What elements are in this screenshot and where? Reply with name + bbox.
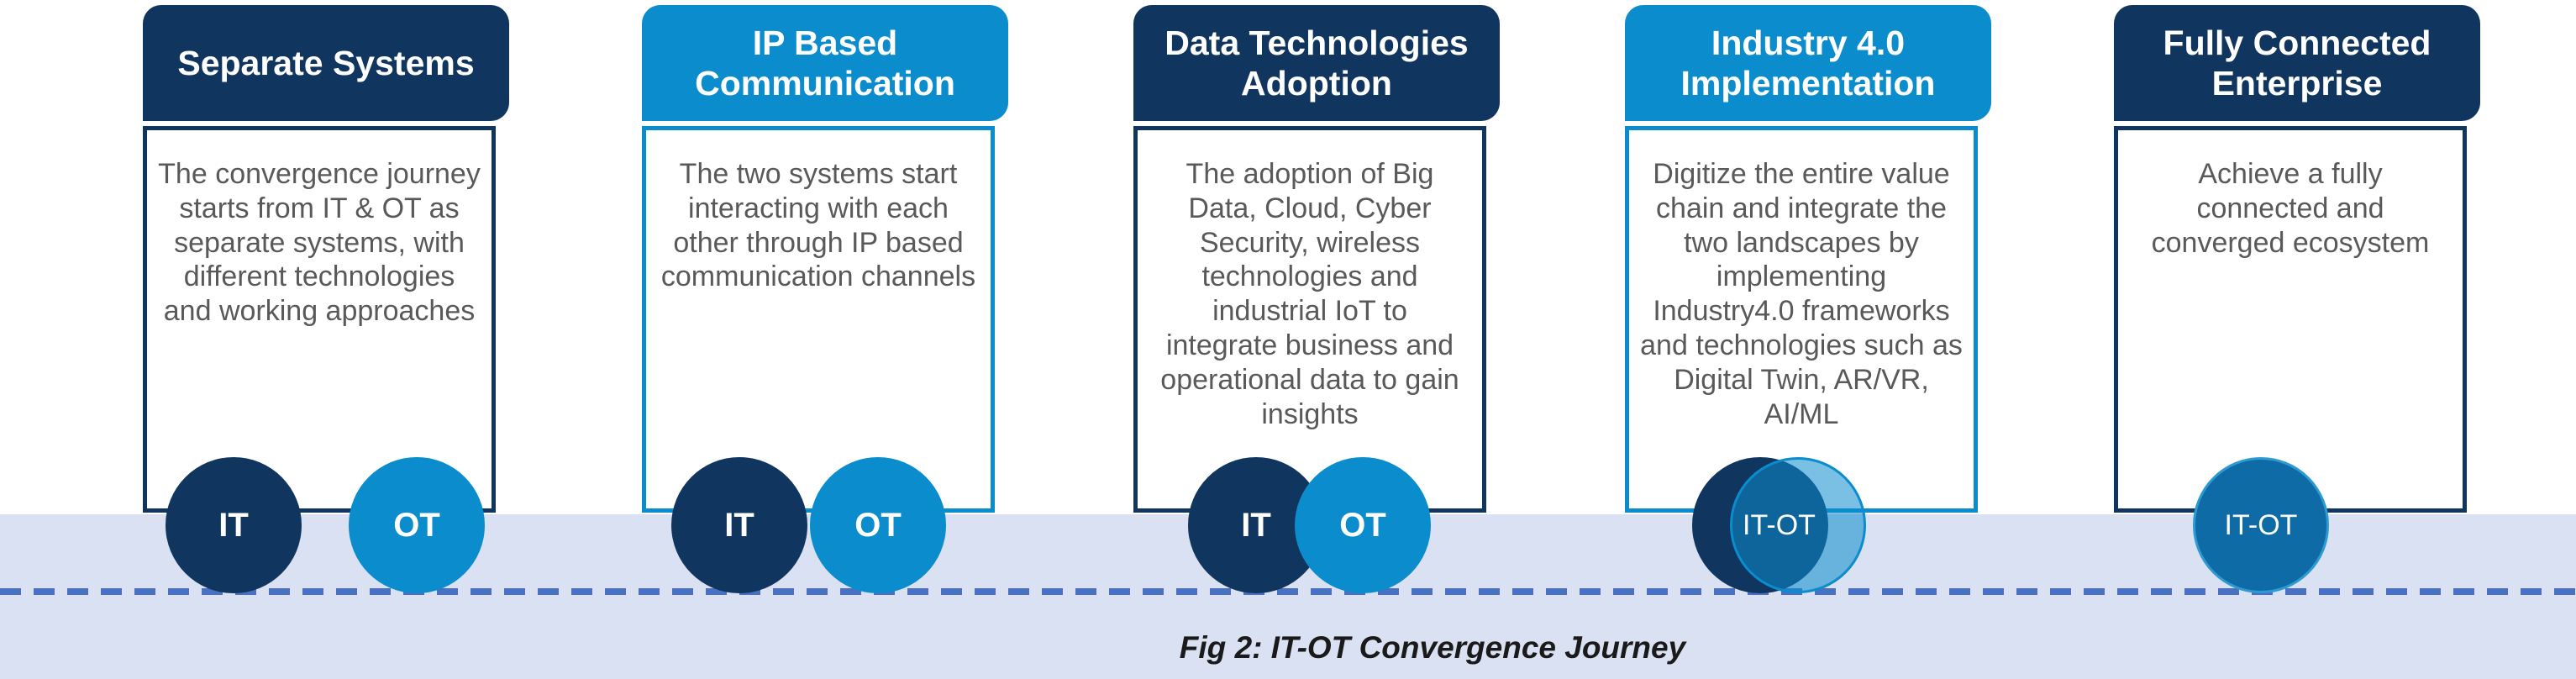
ot-circle: OT	[1295, 457, 1431, 593]
convergence-dashed-line	[0, 588, 2576, 595]
stage-card-separate-systems: Separate Systems The convergence journey…	[143, 5, 509, 513]
card-header: IP Based Communication	[642, 5, 1008, 121]
card-description: The two systems start interacting with e…	[660, 158, 976, 293]
card-body: The adoption of Big Data, Cloud, Cyber S…	[1133, 126, 1486, 513]
it-circle: IT	[166, 457, 302, 593]
stage-card-data-technologies-adoption: Data Technologies Adoption The adoption …	[1133, 5, 1500, 513]
card-description: The convergence journey starts from IT &…	[158, 158, 481, 328]
card-body: Achieve a fully connected and converged …	[2114, 126, 2467, 513]
figure-caption: Fig 2: IT-OT Convergence Journey	[1179, 630, 1686, 665]
card-body: The convergence journey starts from IT &…	[143, 126, 496, 513]
card-description: Digitize the entire value chain and inte…	[1640, 158, 1963, 430]
stage-card-fully-connected-enterprise: Fully Connected Enterprise Achieve a ful…	[2114, 5, 2480, 513]
ot-circle	[1730, 457, 1866, 593]
it-circle-label: IT	[218, 506, 249, 544]
card-body: Digitize the entire value chain and inte…	[1625, 126, 1978, 513]
itot-circle-label: IT-OT	[2224, 508, 2298, 541]
card-header: Fully Connected Enterprise	[2114, 5, 2480, 121]
stage-card-industry-40-implementation: Industry 4.0 Implementation Digitize the…	[1625, 5, 1991, 513]
card-title: Data Technologies Adoption	[1164, 23, 1469, 103]
itot-circle-label: IT-OT	[1743, 508, 1816, 541]
it-circle: IT	[671, 457, 807, 593]
ot-circle-label: OT	[1339, 506, 1386, 544]
itot-circle: IT-OT	[2193, 457, 2329, 593]
ot-circle: OT	[349, 457, 485, 593]
ot-circle-label: OT	[854, 506, 902, 544]
card-title: IP Based Communication	[695, 23, 955, 103]
card-header: Data Technologies Adoption	[1133, 5, 1500, 121]
ot-circle: OT	[810, 457, 946, 593]
ot-circle-label: OT	[393, 506, 440, 544]
stage-card-ip-based-communication: IP Based Communication The two systems s…	[642, 5, 1008, 513]
card-header: Industry 4.0 Implementation	[1625, 5, 1991, 121]
itot-venn-circles: IT-OT	[1692, 457, 1866, 593]
card-header: Separate Systems	[143, 5, 509, 121]
card-description: The adoption of Big Data, Cloud, Cyber S…	[1160, 158, 1459, 430]
it-circle-label: IT	[724, 506, 754, 544]
card-description: Achieve a fully connected and converged …	[2151, 158, 2430, 259]
card-title: Separate Systems	[177, 43, 475, 82]
card-title: Industry 4.0 Implementation	[1680, 23, 1936, 103]
it-circle-label: IT	[1241, 506, 1271, 544]
card-title: Fully Connected Enterprise	[2163, 23, 2431, 103]
card-body: The two systems start interacting with e…	[642, 126, 995, 513]
